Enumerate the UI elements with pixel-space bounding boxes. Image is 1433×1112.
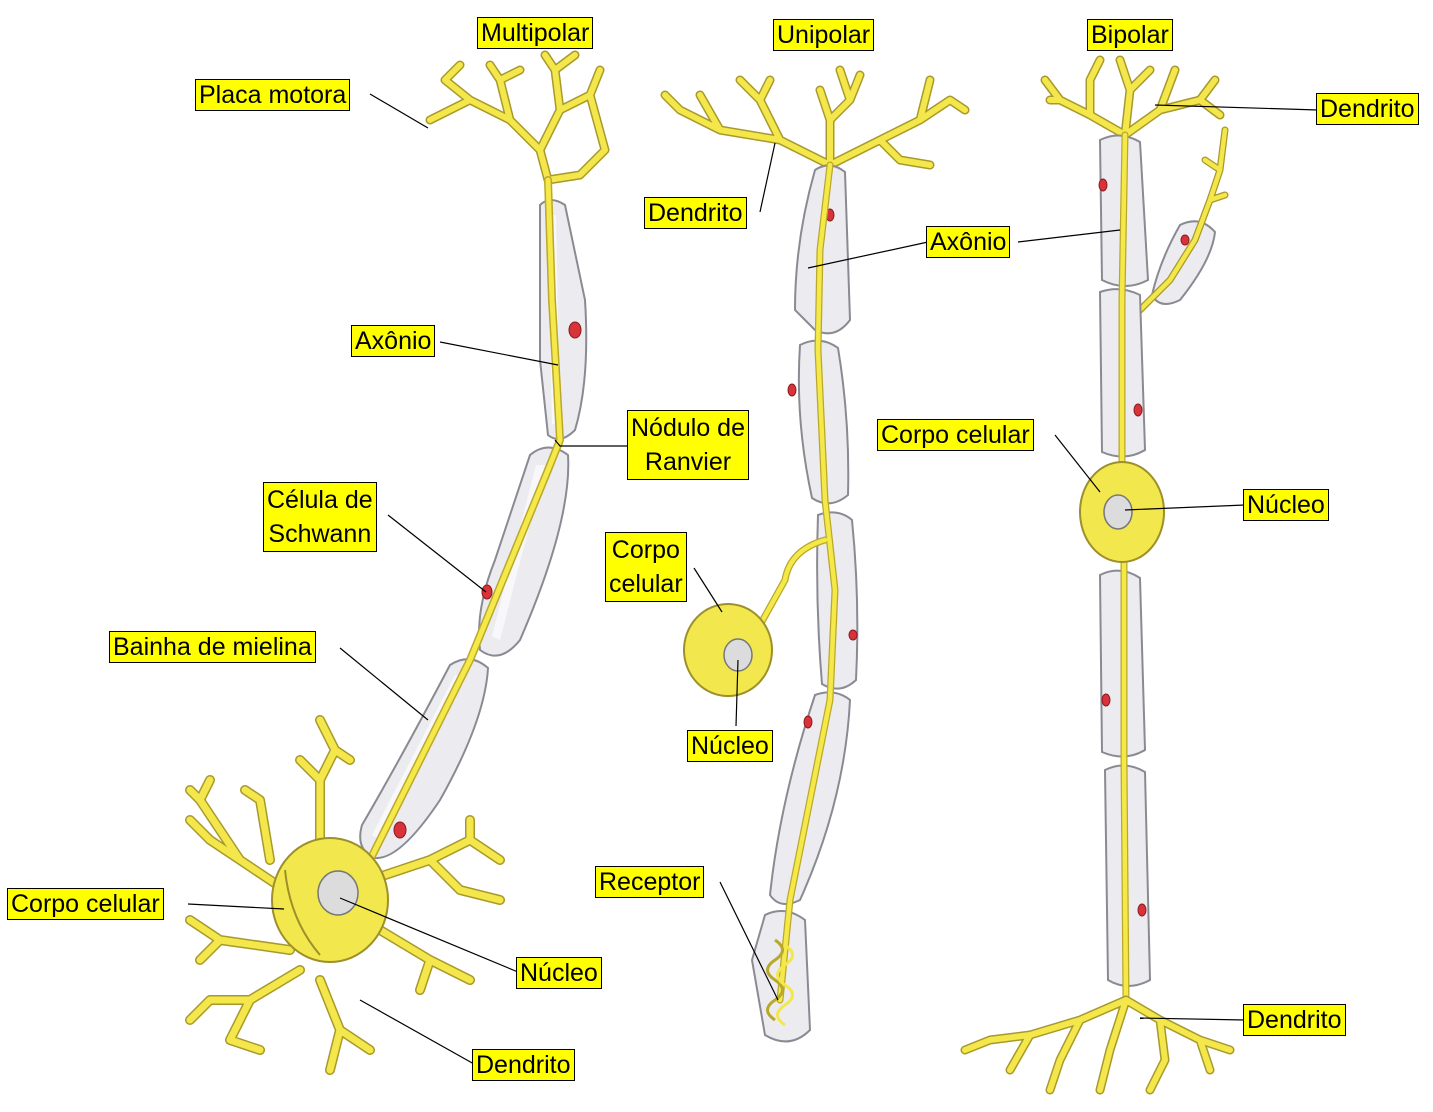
multipolar-axon-terminals	[430, 55, 605, 180]
label-dendrito-bipolar-top: Dendrito	[1316, 93, 1419, 125]
label-corpo-celular-multipolar: Corpo celular	[7, 888, 164, 920]
label-dendrito-bipolar-bottom: Dendrito	[1243, 1004, 1346, 1036]
bipolar-bottom-dendrites	[965, 1000, 1230, 1090]
label-dendrito-multipolar: Dendrito	[472, 1049, 575, 1081]
label-axonio: Axônio	[926, 226, 1010, 258]
label-corpo-celular-unipolar: Corpo celular	[605, 532, 687, 602]
multipolar-neuron	[190, 55, 605, 1070]
label-dendrito-unipolar: Dendrito	[644, 197, 747, 229]
multipolar-nucleus	[318, 871, 358, 915]
unipolar-dendrites	[665, 70, 965, 165]
label-axonio-multipolar: Axônio	[351, 325, 435, 357]
label-placa-motora: Placa motora	[195, 79, 350, 111]
unipolar-myelin-sheath	[752, 165, 857, 1041]
multipolar-title: Multipolar	[477, 17, 593, 49]
bipolar-neuron	[965, 60, 1230, 1090]
label-nucleo-unipolar: Núcleo	[687, 730, 773, 762]
bipolar-title: Bipolar	[1087, 19, 1173, 51]
label-celula-de-schwann: Célula de Schwann	[263, 482, 377, 552]
label-bainha-de-mielina: Bainha de mielina	[109, 631, 316, 663]
label-nucleo-multipolar: Núcleo	[516, 957, 602, 989]
bipolar-top-dendrites	[1045, 60, 1220, 135]
unipolar-title: Unipolar	[773, 19, 874, 51]
label-nucleo-bipolar: Núcleo	[1243, 489, 1329, 521]
label-receptor: Receptor	[595, 866, 704, 898]
bipolar-nucleus	[1104, 495, 1132, 529]
label-nodulo-de-ranvier: Nódulo de Ranvier	[627, 410, 749, 480]
label-corpo-celular-bipolar: Corpo celular	[877, 419, 1034, 451]
